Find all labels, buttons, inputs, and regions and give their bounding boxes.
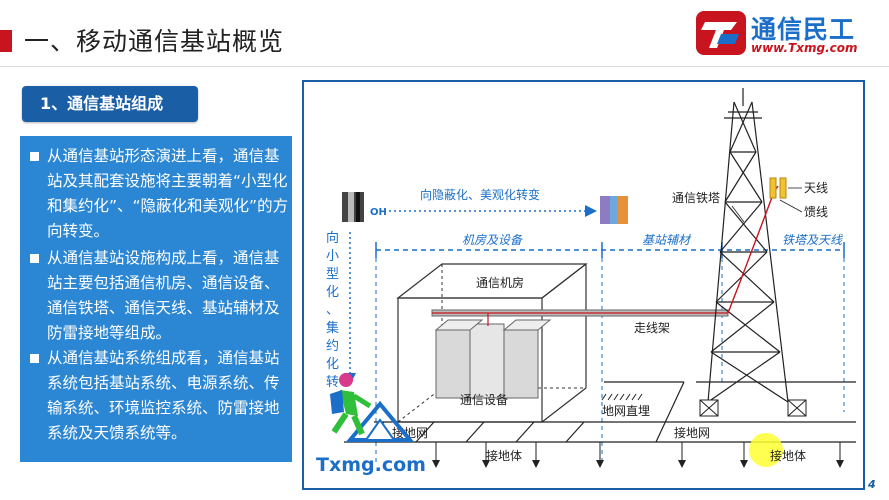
page-number: 4 [868,478,876,491]
svg-text:OH: OH [370,207,387,218]
feeder-line [727,185,779,314]
watermark: Txmg.com [310,370,430,476]
diagram-canvas: OH 向隐蔽化、美观化转变 向 小 型 化 、 集 约 化 转 机房及 [326,88,856,468]
antenna-icon [769,177,787,199]
origin-marker-icon: OH [370,207,387,218]
legacy-cabinet-icon [342,192,364,222]
room-label: 通信机房 [476,275,524,290]
climber-mascot-icon [330,373,415,442]
feeder-label: 馈线 [804,205,828,219]
bullet-panel: 从通信基站形态演进上看，通信基站及其配套设施将主要朝着“小型化和集约化”、“隐蔽… [20,136,292,462]
watermark-text: Txmg.com [316,454,426,476]
modern-cabinet-icon [600,196,628,224]
tower-footing-icon [699,399,807,417]
communication-tower [707,88,789,403]
antenna-label: 天线 [804,181,828,195]
bullet-item: 从通信基站设施构成上看，通信基站主要包括通信机房、通信设备、通信铁塔、通信天线、… [30,246,292,346]
bullet-square-icon [30,152,39,161]
cable-rack-label: 走线架 [634,321,670,335]
zone-label-auxiliary: 基站辅材 [642,233,692,247]
communication-equipment [434,319,552,399]
logo-name: 通信民工 [751,15,856,44]
bullet-text: 从通信基站设施构成上看，通信基站主要包括通信机房、通信设备、通信铁塔、通信天线、… [47,249,280,342]
ground-burial-hatch [601,393,643,401]
txmg-logo-icon [696,11,746,55]
zone-label-room: 机房及设备 [462,233,523,247]
bullet-text: 从通信基站形态演进上看，通信基站及其配套设施将主要朝着“小型化和集约化”、“隐蔽… [47,147,289,240]
bullet-square-icon [30,254,39,263]
trend-vertical-label: 向 小 型 化 、 集 约 化 转 [326,230,343,390]
logo-url: www.Txmg.com [751,41,858,55]
logo: 通信民工 www.Txmg.com [695,8,875,58]
equipment-label: 通信设备 [460,393,508,407]
tower-label: 通信铁塔 [672,191,720,205]
ground-net-right-label: 接地网 [674,425,710,440]
slide-title: 一、移动通信基站概览 [24,27,285,56]
bullet-item: 从通信基站系统组成看，通信基站系统包括基站系统、电源系统、传输系统、环境监控系统… [30,346,292,446]
ground-body-right-label: 接地体 [770,448,806,463]
highlight-cursor-icon [749,433,783,467]
section-heading: 1、通信基站组成 [22,86,198,122]
title-accent-bar [0,30,12,52]
bullet-item: 从通信基站形态演进上看，通信基站及其配套设施将主要朝着“小型化和集约化”、“隐蔽… [30,144,292,244]
trend-horizontal-label: 向隐蔽化、美观化转变 [420,187,540,202]
ground-body-left-label: 接地体 [486,448,522,463]
title-bar: 一、移动通信基站概览 通信民工 www.Txmg.com [0,0,889,67]
ground-rods [432,442,844,468]
ground-burial-label: 地网直埋 [602,404,650,418]
zone-label-tower: 铁塔及天线 [782,233,843,247]
bullet-text: 从通信基站系统组成看，通信基站系统包括基站系统、电源系统、传输系统、环境监控系统… [47,349,280,442]
bullet-square-icon [30,354,39,363]
